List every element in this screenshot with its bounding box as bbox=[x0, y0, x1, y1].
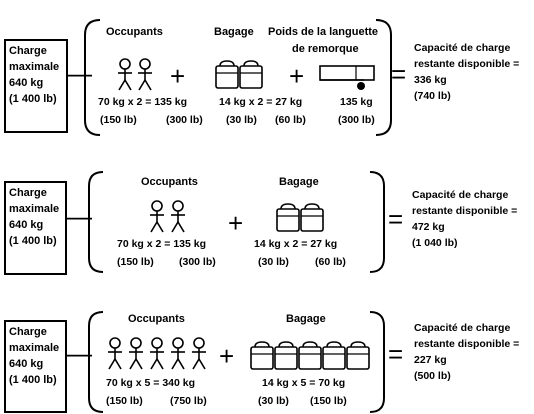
suitcase-icon bbox=[300, 203, 324, 232]
bagage-formula-3: 14 kg x 5 = 70 kg bbox=[262, 377, 346, 389]
max-load-box-1: Charge maximale 640 kg (1 400 lb) bbox=[4, 39, 68, 133]
trailer-icon bbox=[319, 65, 375, 90]
result-1: Capacité de charge restante disponible =… bbox=[414, 42, 520, 102]
suitcase-icon bbox=[274, 341, 298, 370]
bagage-formula-2: 14 kg x 2 = 27 kg bbox=[254, 238, 338, 250]
max-load-box-2: Charge maximale 640 kg (1 400 lb) bbox=[4, 181, 67, 275]
right-paren-2 bbox=[369, 171, 385, 273]
bagage-lb-a-2: (30 lb) bbox=[258, 256, 289, 268]
tongue-value-1: 135 kg bbox=[340, 96, 373, 108]
bagage-lb-a-1: (30 lb) bbox=[226, 114, 257, 126]
plus-sign-3: + bbox=[219, 341, 235, 371]
occupants-formula-3: 70 kg x 5 = 340 kg bbox=[106, 377, 196, 389]
person-icon bbox=[128, 337, 144, 370]
bagage-label-1: Bagage bbox=[214, 26, 254, 38]
person-icon bbox=[149, 337, 165, 370]
equals-sign-3: = bbox=[388, 339, 404, 369]
suitcase-icon bbox=[250, 341, 274, 370]
person-icon bbox=[170, 337, 186, 370]
left-paren-3 bbox=[88, 311, 104, 413]
occupants-lb-b-3: (750 lb) bbox=[170, 395, 207, 407]
suitcase-icon bbox=[298, 341, 322, 370]
tongue-lb-1: (300 lb) bbox=[338, 114, 375, 126]
person-icon bbox=[149, 200, 165, 233]
person-icon bbox=[117, 58, 133, 91]
plus-sign-1b: + bbox=[289, 61, 305, 91]
bagage-lb-b-1: (60 lb) bbox=[275, 114, 306, 126]
occupants-lb-a-2: (150 lb) bbox=[117, 256, 154, 268]
bagage-lb-b-2: (60 lb) bbox=[315, 256, 346, 268]
result-3: Capacité de charge restante disponible =… bbox=[414, 322, 520, 382]
right-paren-1 bbox=[375, 19, 392, 136]
minus-sign-3: — bbox=[66, 338, 92, 368]
result-2: Capacité de charge restante disponible =… bbox=[412, 189, 518, 249]
occupants-lb-a-1: (150 lb) bbox=[100, 114, 137, 126]
occupants-label-1: Occupants bbox=[106, 26, 163, 38]
plus-sign-1a: + bbox=[170, 61, 186, 91]
occupants-formula-1: 70 kg x 2 = 135 kg bbox=[98, 96, 188, 108]
plus-sign-2: + bbox=[228, 208, 244, 238]
occupants-lb-b-2: (300 lb) bbox=[179, 256, 216, 268]
right-paren-3 bbox=[369, 311, 385, 413]
suitcase-icon bbox=[239, 60, 263, 89]
equals-sign-1: = bbox=[391, 59, 407, 89]
suitcase-icon bbox=[322, 341, 346, 370]
minus-sign-1: — bbox=[66, 58, 92, 88]
suitcase-icon bbox=[215, 60, 239, 89]
person-icon bbox=[191, 337, 207, 370]
bagage-label-2: Bagage bbox=[279, 176, 319, 188]
person-icon bbox=[137, 58, 153, 91]
bagage-label-3: Bagage bbox=[286, 313, 326, 325]
suitcase-icon bbox=[276, 203, 300, 232]
occupants-label-3: Occupants bbox=[128, 313, 185, 325]
left-paren-1 bbox=[84, 19, 101, 136]
tongue-label-line2: de remorque bbox=[292, 43, 359, 55]
bagage-formula-1: 14 kg x 2 = 27 kg bbox=[219, 96, 303, 108]
person-icon bbox=[170, 200, 186, 233]
suitcase-icon bbox=[346, 341, 370, 370]
bagage-lb-b-3: (150 lb) bbox=[310, 395, 347, 407]
equals-sign-2: = bbox=[388, 204, 404, 234]
tongue-label-line1: Poids de la languette bbox=[268, 26, 379, 38]
occupants-lb-a-3: (150 lb) bbox=[106, 395, 143, 407]
bagage-lb-a-3: (30 lb) bbox=[258, 395, 289, 407]
left-paren-2 bbox=[88, 171, 104, 273]
occupants-lb-b-1: (300 lb) bbox=[166, 114, 203, 126]
occupants-formula-2: 70 kg x 2 = 135 kg bbox=[117, 238, 207, 250]
max-load-box-3: Charge maximale 640 kg (1 400 lb) bbox=[4, 320, 67, 413]
occupants-label-2: Occupants bbox=[141, 176, 198, 188]
person-icon bbox=[107, 337, 123, 370]
minus-sign-2: — bbox=[66, 201, 92, 231]
